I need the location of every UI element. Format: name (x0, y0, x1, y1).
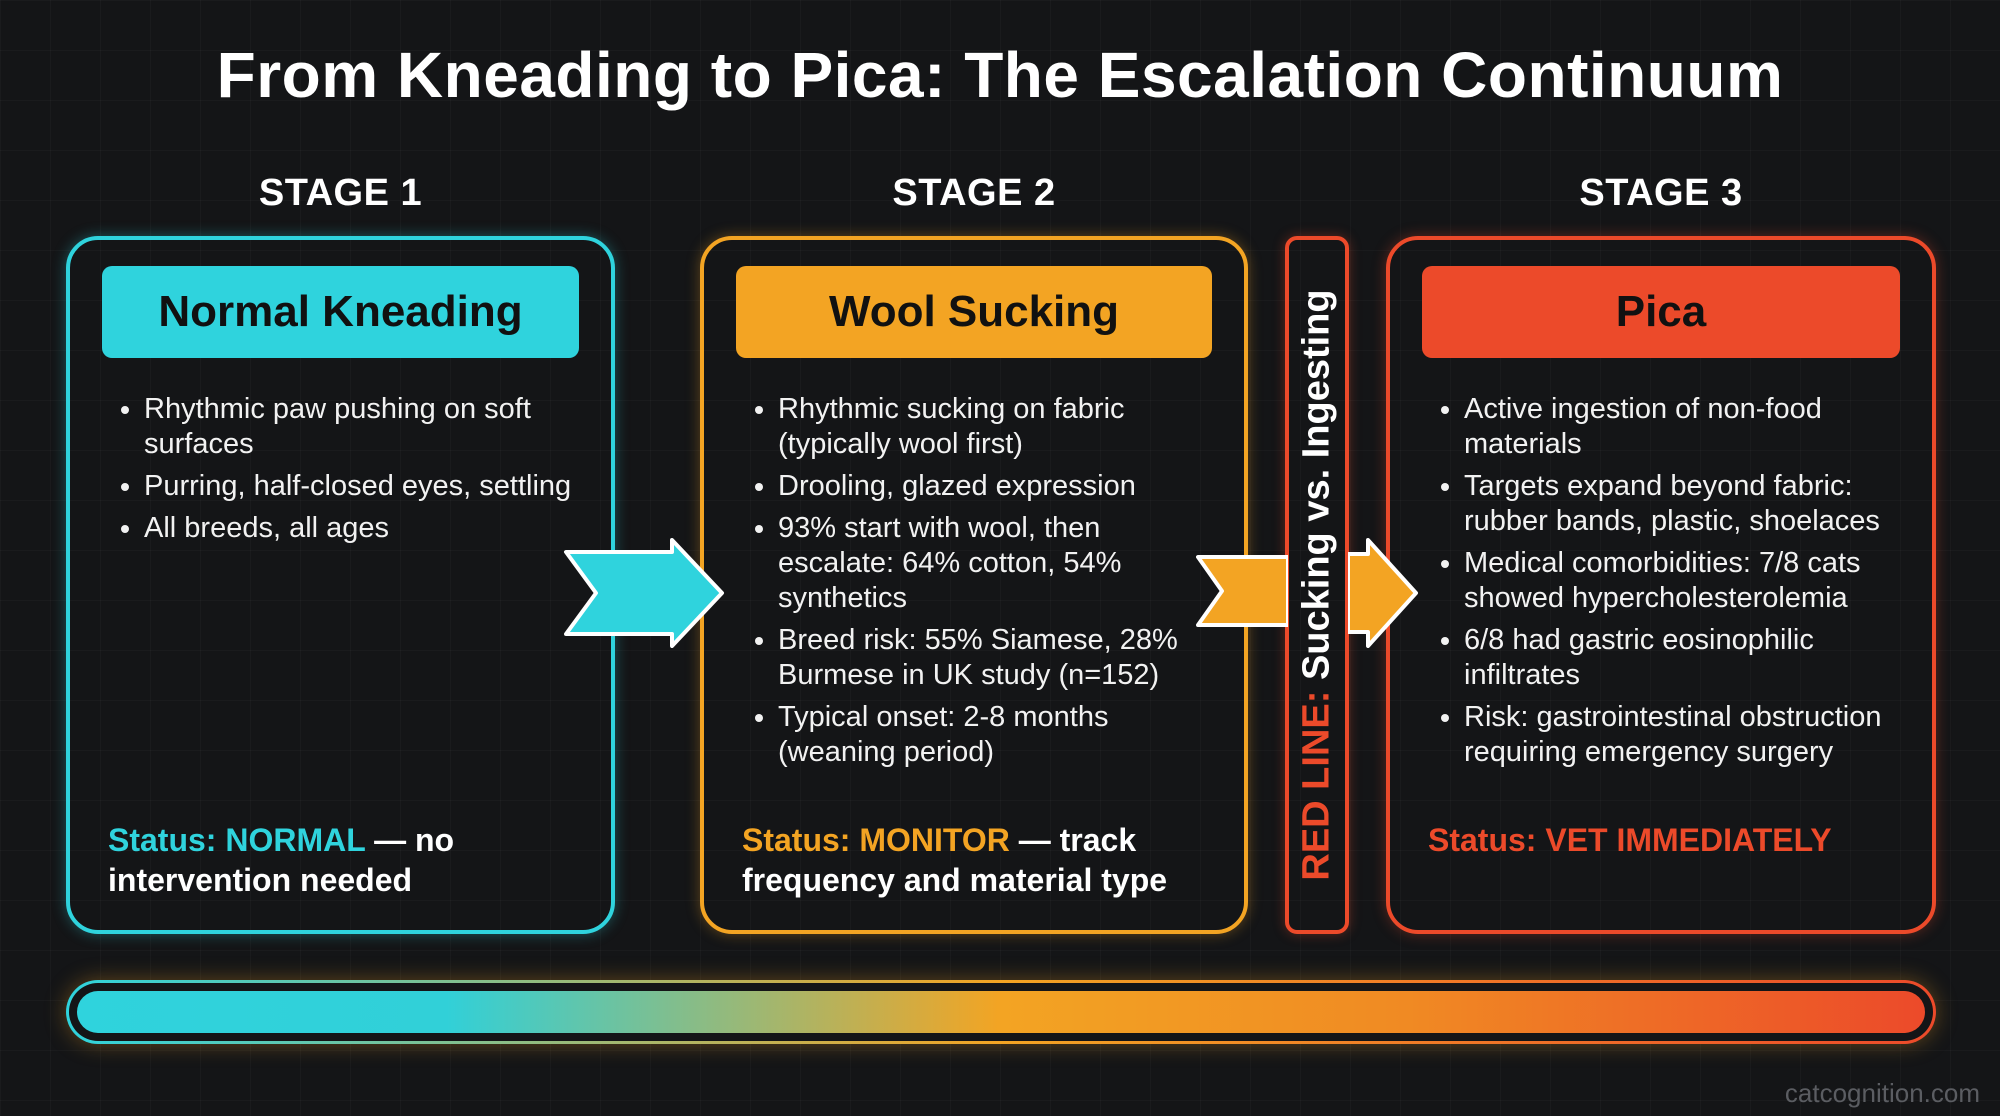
bullet-item: 6/8 had gastric eosinophilic infiltrates (1464, 623, 1912, 693)
bullet-item: Targets expand beyond fabric: rubber ban… (1464, 469, 1912, 539)
bullet-item: 93% start with wool, then escalate: 64% … (778, 511, 1224, 616)
stage-2-bullets: Rhythmic sucking on fabric (typically wo… (752, 392, 1224, 777)
stage-2-card: Wool Sucking Rhythmic sucking on fabric … (700, 236, 1248, 934)
status-text: — no intervention needed (108, 822, 455, 898)
stage-1-status: Status: NORMAL — no intervention needed (108, 820, 591, 900)
stage-1-card: Normal Kneading Rhythmic paw pushing on … (66, 236, 615, 934)
stage-2-status: Status: MONITOR — track frequency and ma… (742, 820, 1224, 900)
page-title: From Kneading to Pica: The Escalation Co… (216, 39, 1784, 111)
stage-1-bullets: Rhythmic paw pushing on soft surfaces Pu… (118, 392, 591, 553)
escalation-gradient-bar (66, 980, 1936, 1044)
site-credit: catcognition.com (1784, 1078, 1980, 1108)
stage-1-banner: Normal Kneading (102, 266, 579, 358)
gradient-bar-fill (77, 991, 1925, 1033)
red-line-prefix: RED LINE: (1295, 690, 1338, 881)
bullet-item: Active ingestion of non-food materials (1464, 392, 1912, 462)
status-text: — track frequency and material type (742, 822, 1168, 898)
bullet-item: Purring, half-closed eyes, settling (144, 469, 591, 504)
arrow-right-icon (564, 538, 724, 648)
stage-3-banner: Pica (1422, 266, 1900, 358)
stage-3-card: Pica Active ingestion of non-food materi… (1386, 236, 1936, 934)
bullet-item: Typical onset: 2-8 months (weaning perio… (778, 700, 1224, 770)
bullet-item: Breed risk: 55% Siamese, 28% Burmese in … (778, 623, 1224, 693)
bullet-item: Rhythmic paw pushing on soft surfaces (144, 392, 591, 462)
stage-1-label: STAGE 1 (258, 172, 423, 214)
arrow-right-icon (1196, 555, 1288, 627)
status-label: Status: MONITOR (742, 822, 1010, 858)
bullet-item: Medical comorbidities: 7/8 cats showed h… (1464, 546, 1912, 616)
bullet-item: Rhythmic sucking on fabric (typically wo… (778, 392, 1224, 462)
stage-3-bullets: Active ingestion of non-food materials T… (1438, 392, 1912, 777)
stage-3-status: Status: VET IMMEDIATELY (1428, 820, 1912, 860)
stage-2-label: STAGE 2 (892, 172, 1056, 214)
arrow-head-icon (1348, 538, 1418, 648)
red-line-label: RED LINE: Sucking vs. Ingesting (1296, 289, 1339, 880)
bullet-item: All breeds, all ages (144, 511, 591, 546)
stage-3-label: STAGE 3 (1579, 172, 1743, 214)
bullet-item: Risk: gastrointestinal obstruction requi… (1464, 700, 1912, 770)
red-line-divider: RED LINE: Sucking vs. Ingesting (1285, 236, 1349, 934)
bullet-item: Drooling, glazed expression (778, 469, 1224, 504)
status-label: Status: NORMAL (108, 822, 366, 858)
status-label: Status: VET IMMEDIATELY (1428, 822, 1832, 858)
red-line-text: Sucking vs. Ingesting (1295, 289, 1338, 681)
stage-2-banner: Wool Sucking (736, 266, 1212, 358)
